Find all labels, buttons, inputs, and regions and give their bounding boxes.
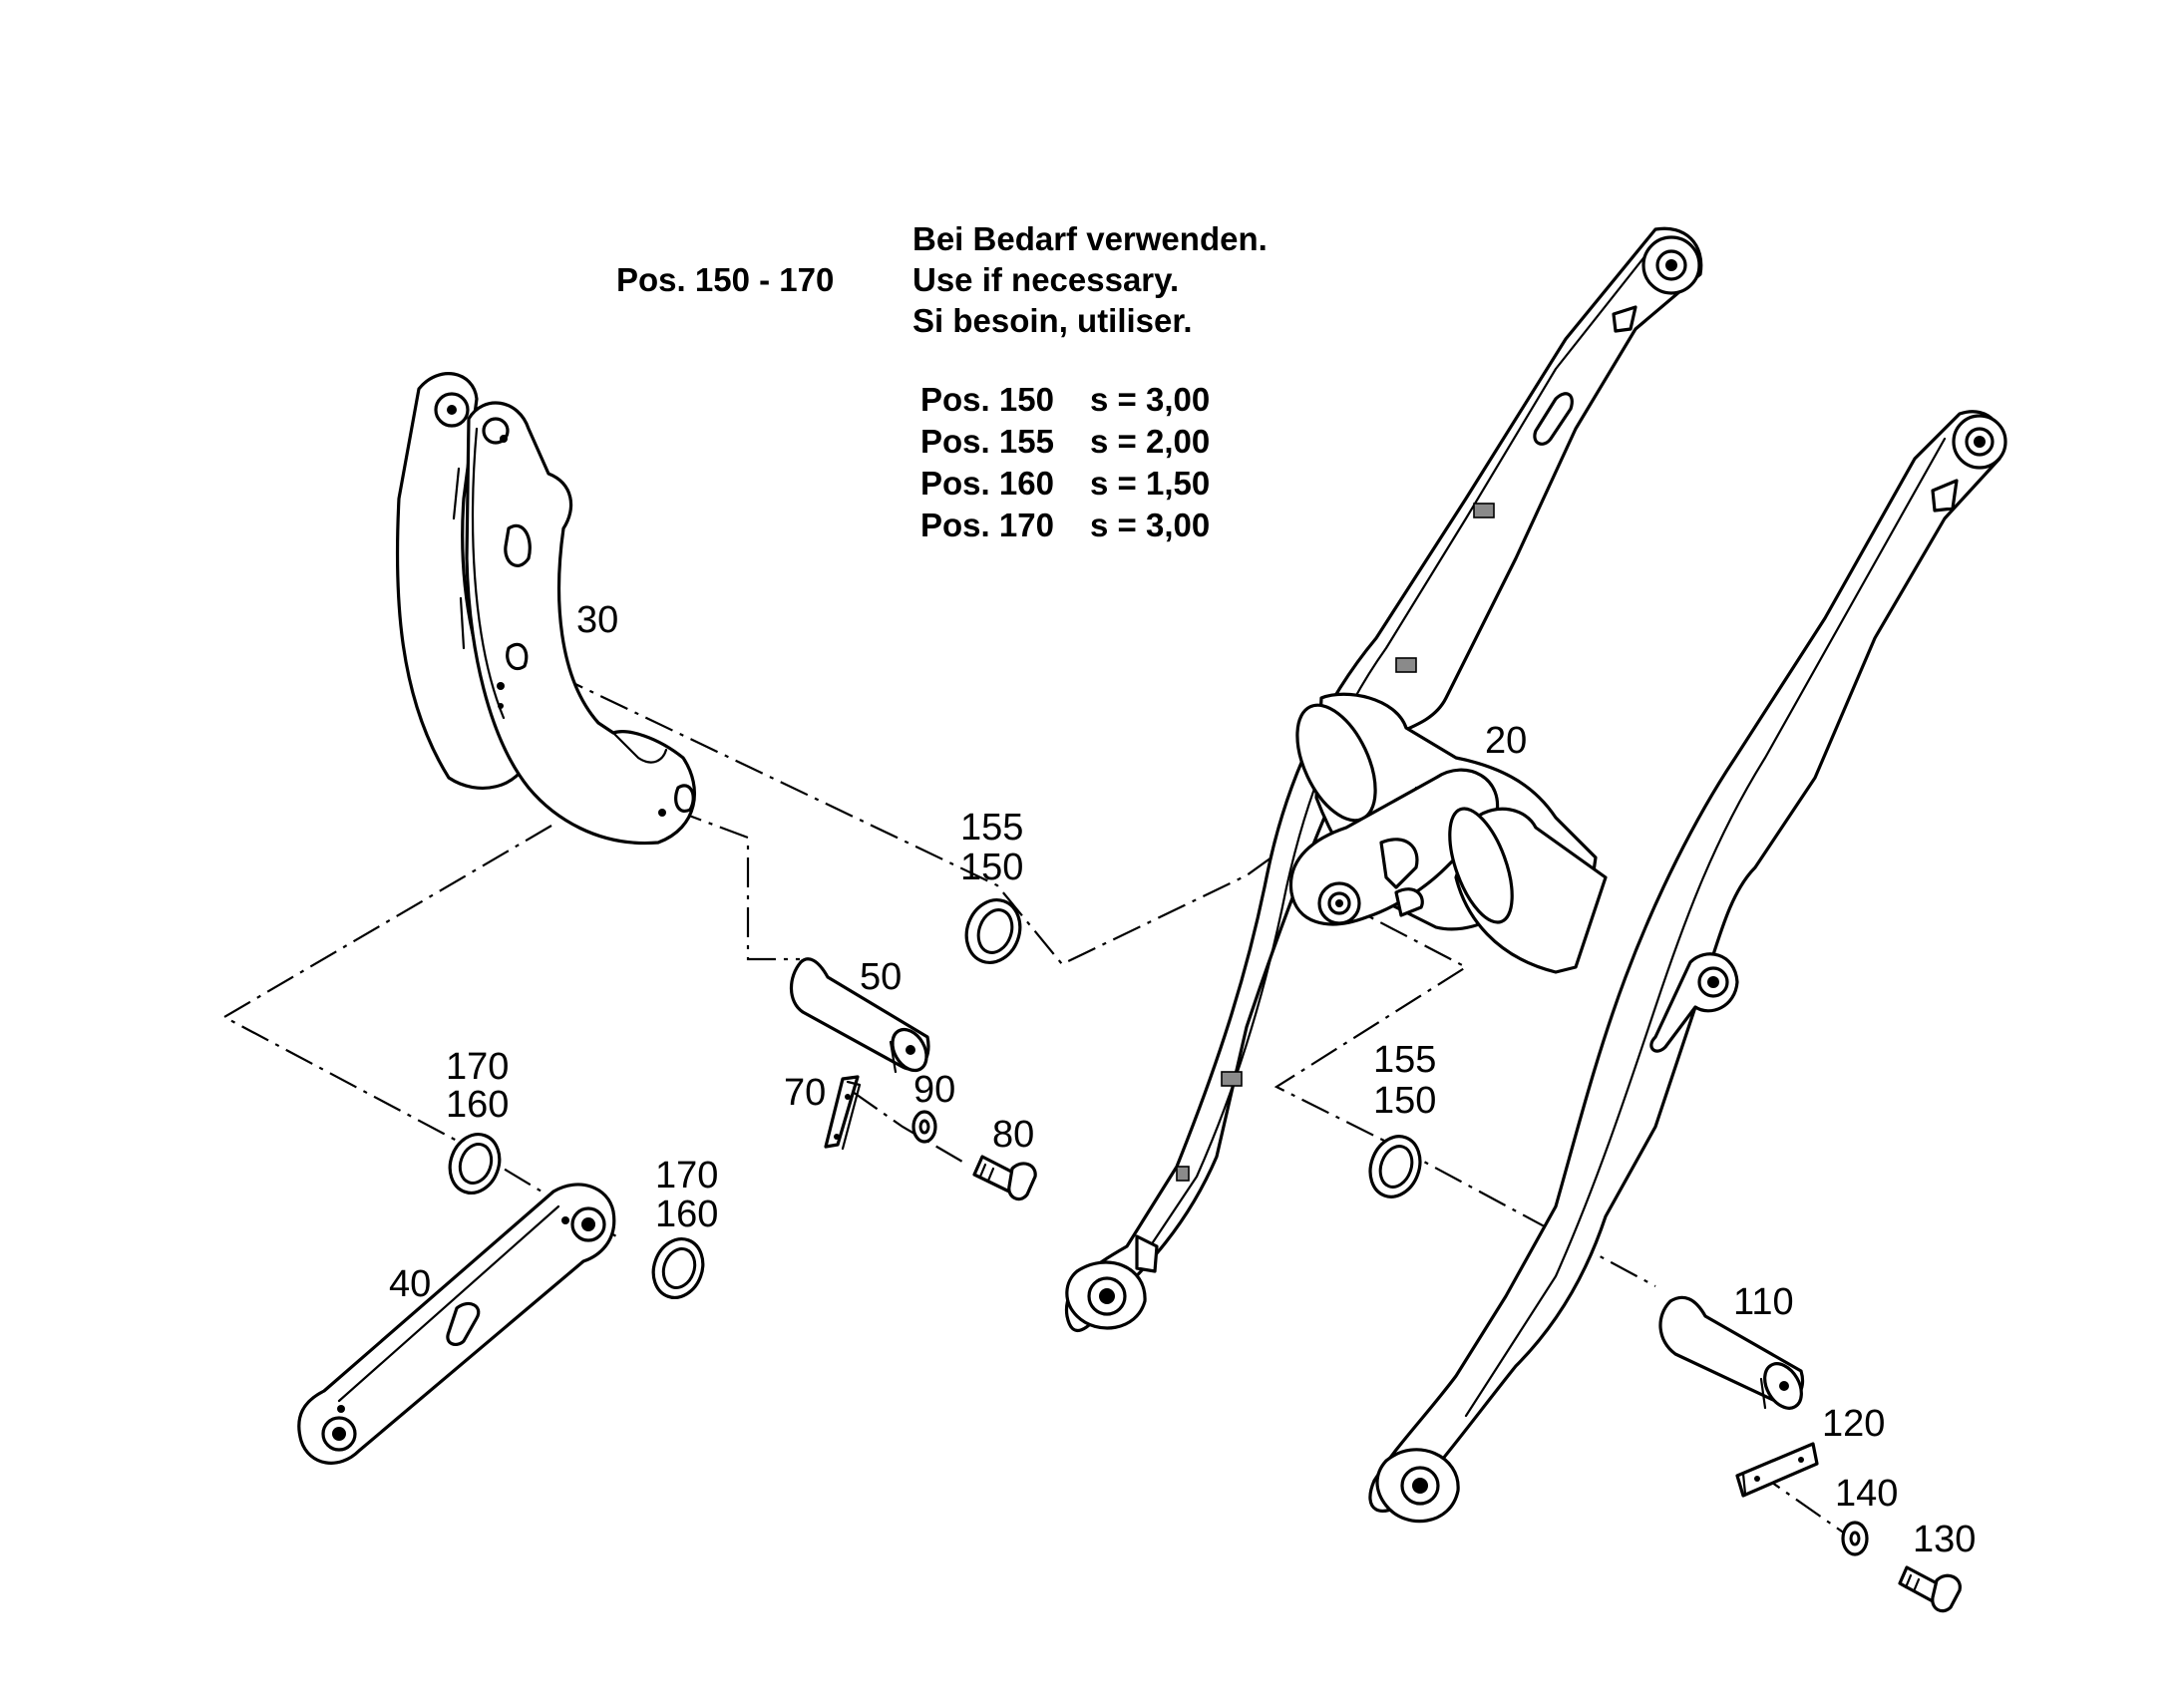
callout-90: 90: [913, 1069, 955, 1111]
callout-20: 20: [1485, 720, 1527, 762]
bolt-130: [1898, 1565, 1962, 1613]
lock-plate-70: [824, 1075, 862, 1151]
pin-110: [1658, 1295, 1805, 1410]
callout-170-left: 170: [446, 1046, 509, 1088]
note-line-en: Use if necessary.: [912, 261, 1179, 298]
note-line-de: Bei Bedarf verwenden.: [912, 220, 1268, 257]
thickness-val-155: s = 2,00: [1090, 423, 1210, 460]
callout-120: 120: [1822, 1403, 1885, 1445]
callout-170-right: 170: [655, 1155, 718, 1196]
thickness-val-160: s = 1,50: [1090, 465, 1210, 502]
callout-40: 40: [389, 1263, 431, 1305]
callout-80: 80: [992, 1114, 1034, 1156]
pin-50: [789, 957, 930, 1074]
thickness-val-150: s = 3,00: [1090, 381, 1210, 418]
thickness-pos-150: Pos. 150: [920, 381, 1054, 418]
thickness-pos-160: Pos. 160: [920, 465, 1054, 502]
callout-160-right: 160: [655, 1194, 718, 1235]
bucket-bracket-30: [395, 372, 697, 846]
note-line-fr: Si besoin, utiliser.: [912, 302, 1193, 339]
callout-150-upper: 150: [960, 847, 1023, 888]
callout-50: 50: [860, 956, 902, 998]
usage-note: Pos. 150 - 170 Bei Bedarf verwenden. Use…: [616, 220, 1268, 543]
lock-plate-120: [1735, 1442, 1819, 1498]
callout-70: 70: [784, 1072, 826, 1114]
bolt-80: [972, 1155, 1037, 1201]
link-40: [297, 1183, 616, 1465]
callout-160-left: 160: [446, 1084, 509, 1126]
callout-130: 130: [1913, 1519, 1976, 1560]
callout-110: 110: [1733, 1281, 1794, 1323]
callout-labels: 20 30 40 50 70 90 80 155 150 155 150 170…: [389, 599, 1976, 1560]
washer-90: [911, 1110, 937, 1144]
shim-160-170-right: [651, 1237, 705, 1299]
thickness-val-170: s = 3,00: [1090, 507, 1210, 543]
thickness-pos-155: Pos. 155: [920, 423, 1054, 460]
thickness-pos-170: Pos. 170: [920, 507, 1054, 543]
lift-arm-20: [1064, 226, 2007, 1524]
washer-140: [1841, 1521, 1869, 1556]
shim-150-155-upper: [964, 898, 1022, 964]
callout-150-lower: 150: [1373, 1080, 1436, 1122]
callout-155-lower: 155: [1373, 1039, 1436, 1081]
shim-150-155-lower: [1368, 1135, 1422, 1198]
callout-155-upper: 155: [960, 807, 1023, 849]
pos-range-label: Pos. 150 - 170: [616, 261, 834, 298]
callout-30: 30: [576, 599, 618, 641]
callout-140: 140: [1835, 1473, 1898, 1515]
shim-160-170-left: [448, 1133, 502, 1195]
